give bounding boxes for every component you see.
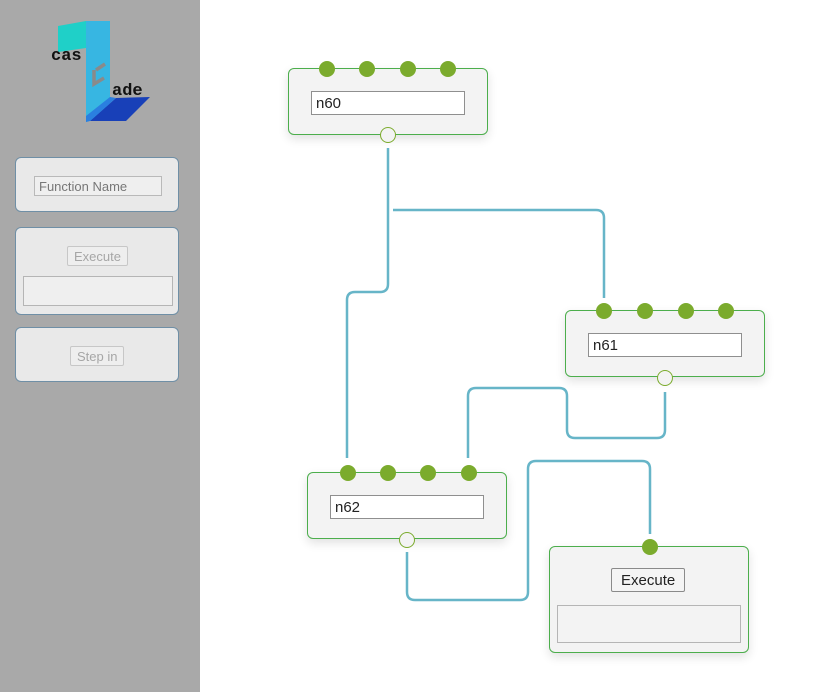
input-port[interactable] bbox=[637, 303, 653, 319]
input-port[interactable] bbox=[359, 61, 375, 77]
node-n62[interactable] bbox=[307, 465, 507, 548]
output-port[interactable] bbox=[657, 370, 673, 386]
wires-layer bbox=[345, 148, 667, 602]
sidebar: cas ade Execute Step in bbox=[0, 0, 200, 692]
cascade-logo: cas ade bbox=[51, 21, 150, 122]
input-port[interactable] bbox=[319, 61, 335, 77]
input-port[interactable] bbox=[400, 61, 416, 77]
step-in-button-disabled[interactable]: Step in bbox=[70, 346, 125, 366]
node-name-input[interactable] bbox=[311, 91, 465, 115]
svg-text:ade: ade bbox=[112, 82, 143, 101]
execute-panel: Execute bbox=[15, 227, 179, 315]
node-n61[interactable] bbox=[565, 303, 765, 386]
wire-n60-n62 bbox=[345, 148, 390, 458]
input-port[interactable] bbox=[340, 465, 356, 481]
input-port[interactable] bbox=[678, 303, 694, 319]
input-port[interactable] bbox=[642, 539, 658, 555]
wire-n62-execute bbox=[405, 459, 652, 602]
execute-output-box bbox=[557, 605, 741, 643]
wire-n60-n61 bbox=[393, 208, 606, 298]
execute-button-disabled[interactable]: Execute bbox=[67, 246, 128, 266]
wire-n61-n62 bbox=[466, 386, 667, 458]
execute-button[interactable]: Execute bbox=[611, 568, 686, 592]
input-port[interactable] bbox=[461, 465, 477, 481]
step-in-panel: Step in bbox=[15, 327, 179, 382]
input-port[interactable] bbox=[420, 465, 436, 481]
input-port[interactable] bbox=[440, 61, 456, 77]
node-name-input[interactable] bbox=[588, 333, 742, 357]
node-canvas[interactable]: Execute bbox=[200, 0, 820, 692]
input-port[interactable] bbox=[380, 465, 396, 481]
function-name-panel bbox=[15, 157, 179, 212]
svg-text:cas: cas bbox=[51, 47, 82, 66]
function-name-input[interactable] bbox=[34, 176, 162, 196]
node-n60[interactable] bbox=[288, 61, 488, 143]
node-name-input[interactable] bbox=[330, 495, 484, 519]
input-port[interactable] bbox=[596, 303, 612, 319]
output-port[interactable] bbox=[399, 532, 415, 548]
execute-node[interactable]: Execute bbox=[549, 539, 749, 653]
input-port[interactable] bbox=[718, 303, 734, 319]
execute-output-box bbox=[23, 276, 173, 306]
output-port[interactable] bbox=[380, 127, 396, 143]
